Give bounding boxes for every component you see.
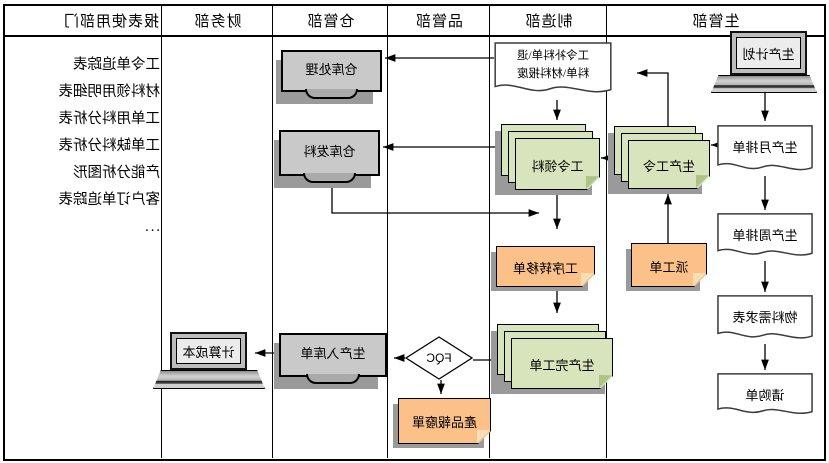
column-header-finance: 财务部 [193, 14, 242, 30]
doc-purchase-request: 请购单 [717, 373, 813, 420]
work-order-picking-label: 工令领料 [531, 159, 584, 174]
monitor-icon: 生产入库单 [279, 333, 387, 377]
column-divider-5 [161, 5, 162, 458]
laptop-icon: 计算成本 [170, 332, 247, 370]
material-requirement-label: 物料需求表 [732, 310, 798, 325]
stack-production-completion: 生产完工单 [491, 324, 613, 394]
laptop-icon: 生产计划 [730, 31, 807, 75]
monitor-icon: 仓库处理 [281, 50, 382, 92]
process-transfer-label: 工序转移单 [513, 261, 579, 276]
monthly-schedule-label: 生产月排单 [732, 140, 798, 155]
column-header-reports: 报表使用部门 [62, 14, 159, 30]
dispatch-order-card: 派工单 [631, 243, 707, 287]
doc-monthly-schedule: 生产月排单 [717, 125, 813, 177]
process-transfer-card: 工序转移单 [496, 246, 595, 287]
reports-list: 工令单追踪表 材料领用明细表 工单用料分析表 工单缺料分析表 产能分析图形 客户… [8, 52, 161, 241]
warehouse-processing-label: 仓库处理 [305, 62, 358, 77]
column-header-warehouse: 仓管部 [306, 14, 355, 30]
stack-front-card: 生产完工单 [511, 338, 613, 389]
doc-weekly-schedule: 生产周排单 [717, 213, 813, 262]
page-fold-icon [696, 175, 709, 188]
monitor-stand-icon [303, 173, 356, 183]
card-process-transfer: 工序转移单 [487, 246, 595, 295]
column-divider-3 [387, 5, 388, 458]
report-item: 产能分析图形 [73, 165, 160, 181]
doc-material-requirement: 物料需求表 [717, 295, 813, 345]
product-scrap-label: 產品報廢單 [412, 415, 478, 430]
laptop-keyboard-icon [711, 75, 817, 93]
column-header-production-control: 生管部 [691, 14, 740, 30]
production-completion-label: 生产完工单 [529, 358, 595, 373]
report-item: 客户订单追踪表 [58, 192, 161, 208]
page-fold-icon [586, 176, 599, 189]
report-item: 工单用料分析表 [58, 111, 161, 127]
fqc-label: FQC [426, 351, 452, 365]
column-divider-4 [272, 5, 273, 458]
monitor-stand-icon [306, 374, 360, 384]
production-plan-label: 生产计划 [742, 46, 795, 62]
stack-work-order-picking: 工令领料 [495, 124, 600, 195]
page-fold-icon [599, 375, 612, 388]
report-item: 工令单追踪表 [73, 57, 160, 73]
card-dispatch-order: 派工单 [622, 243, 707, 295]
stack-production-work-order: 生产工令 [608, 126, 710, 194]
weekly-schedule-label: 生产周排单 [732, 228, 798, 243]
doc-material-supplement-return-scrap: 工令补料单\退 料单\材料报废 [494, 42, 612, 100]
production-work-order-label: 生产工令 [643, 159, 696, 174]
header-divider [5, 35, 824, 37]
cost-calculation-label: 计算成本 [182, 344, 235, 360]
report-item-ellipsis: ... [143, 219, 160, 235]
purchase-request-label: 请购单 [745, 388, 785, 403]
card-product-scrap: 產品報廢單 [389, 398, 491, 452]
production-warehouse-entry-label: 生产入库单 [300, 346, 366, 361]
column-header-quality: 品管部 [415, 14, 464, 30]
monitor-icon: 仓库发料 [279, 130, 380, 176]
column-divider-2 [489, 5, 490, 458]
report-item: 材料领用明细表 [58, 84, 161, 100]
material-doc-line1: 工令补料单\退 [516, 50, 590, 62]
material-doc-line2: 料单\材料报废 [516, 68, 590, 80]
warehouse-issue-label: 仓库发料 [303, 144, 356, 159]
column-header-manufacturing: 制造部 [524, 14, 573, 30]
report-item: 工单缺料分析表 [58, 138, 161, 154]
stack-front-card: 工令领料 [515, 138, 600, 190]
product-scrap-card: 產品報廢單 [398, 398, 491, 444]
monitor-stand-icon [305, 89, 358, 99]
laptop-keyboard-icon [153, 370, 265, 389]
decision-fqc: FQC [405, 336, 473, 380]
stack-front-card: 生产工令 [628, 140, 710, 189]
